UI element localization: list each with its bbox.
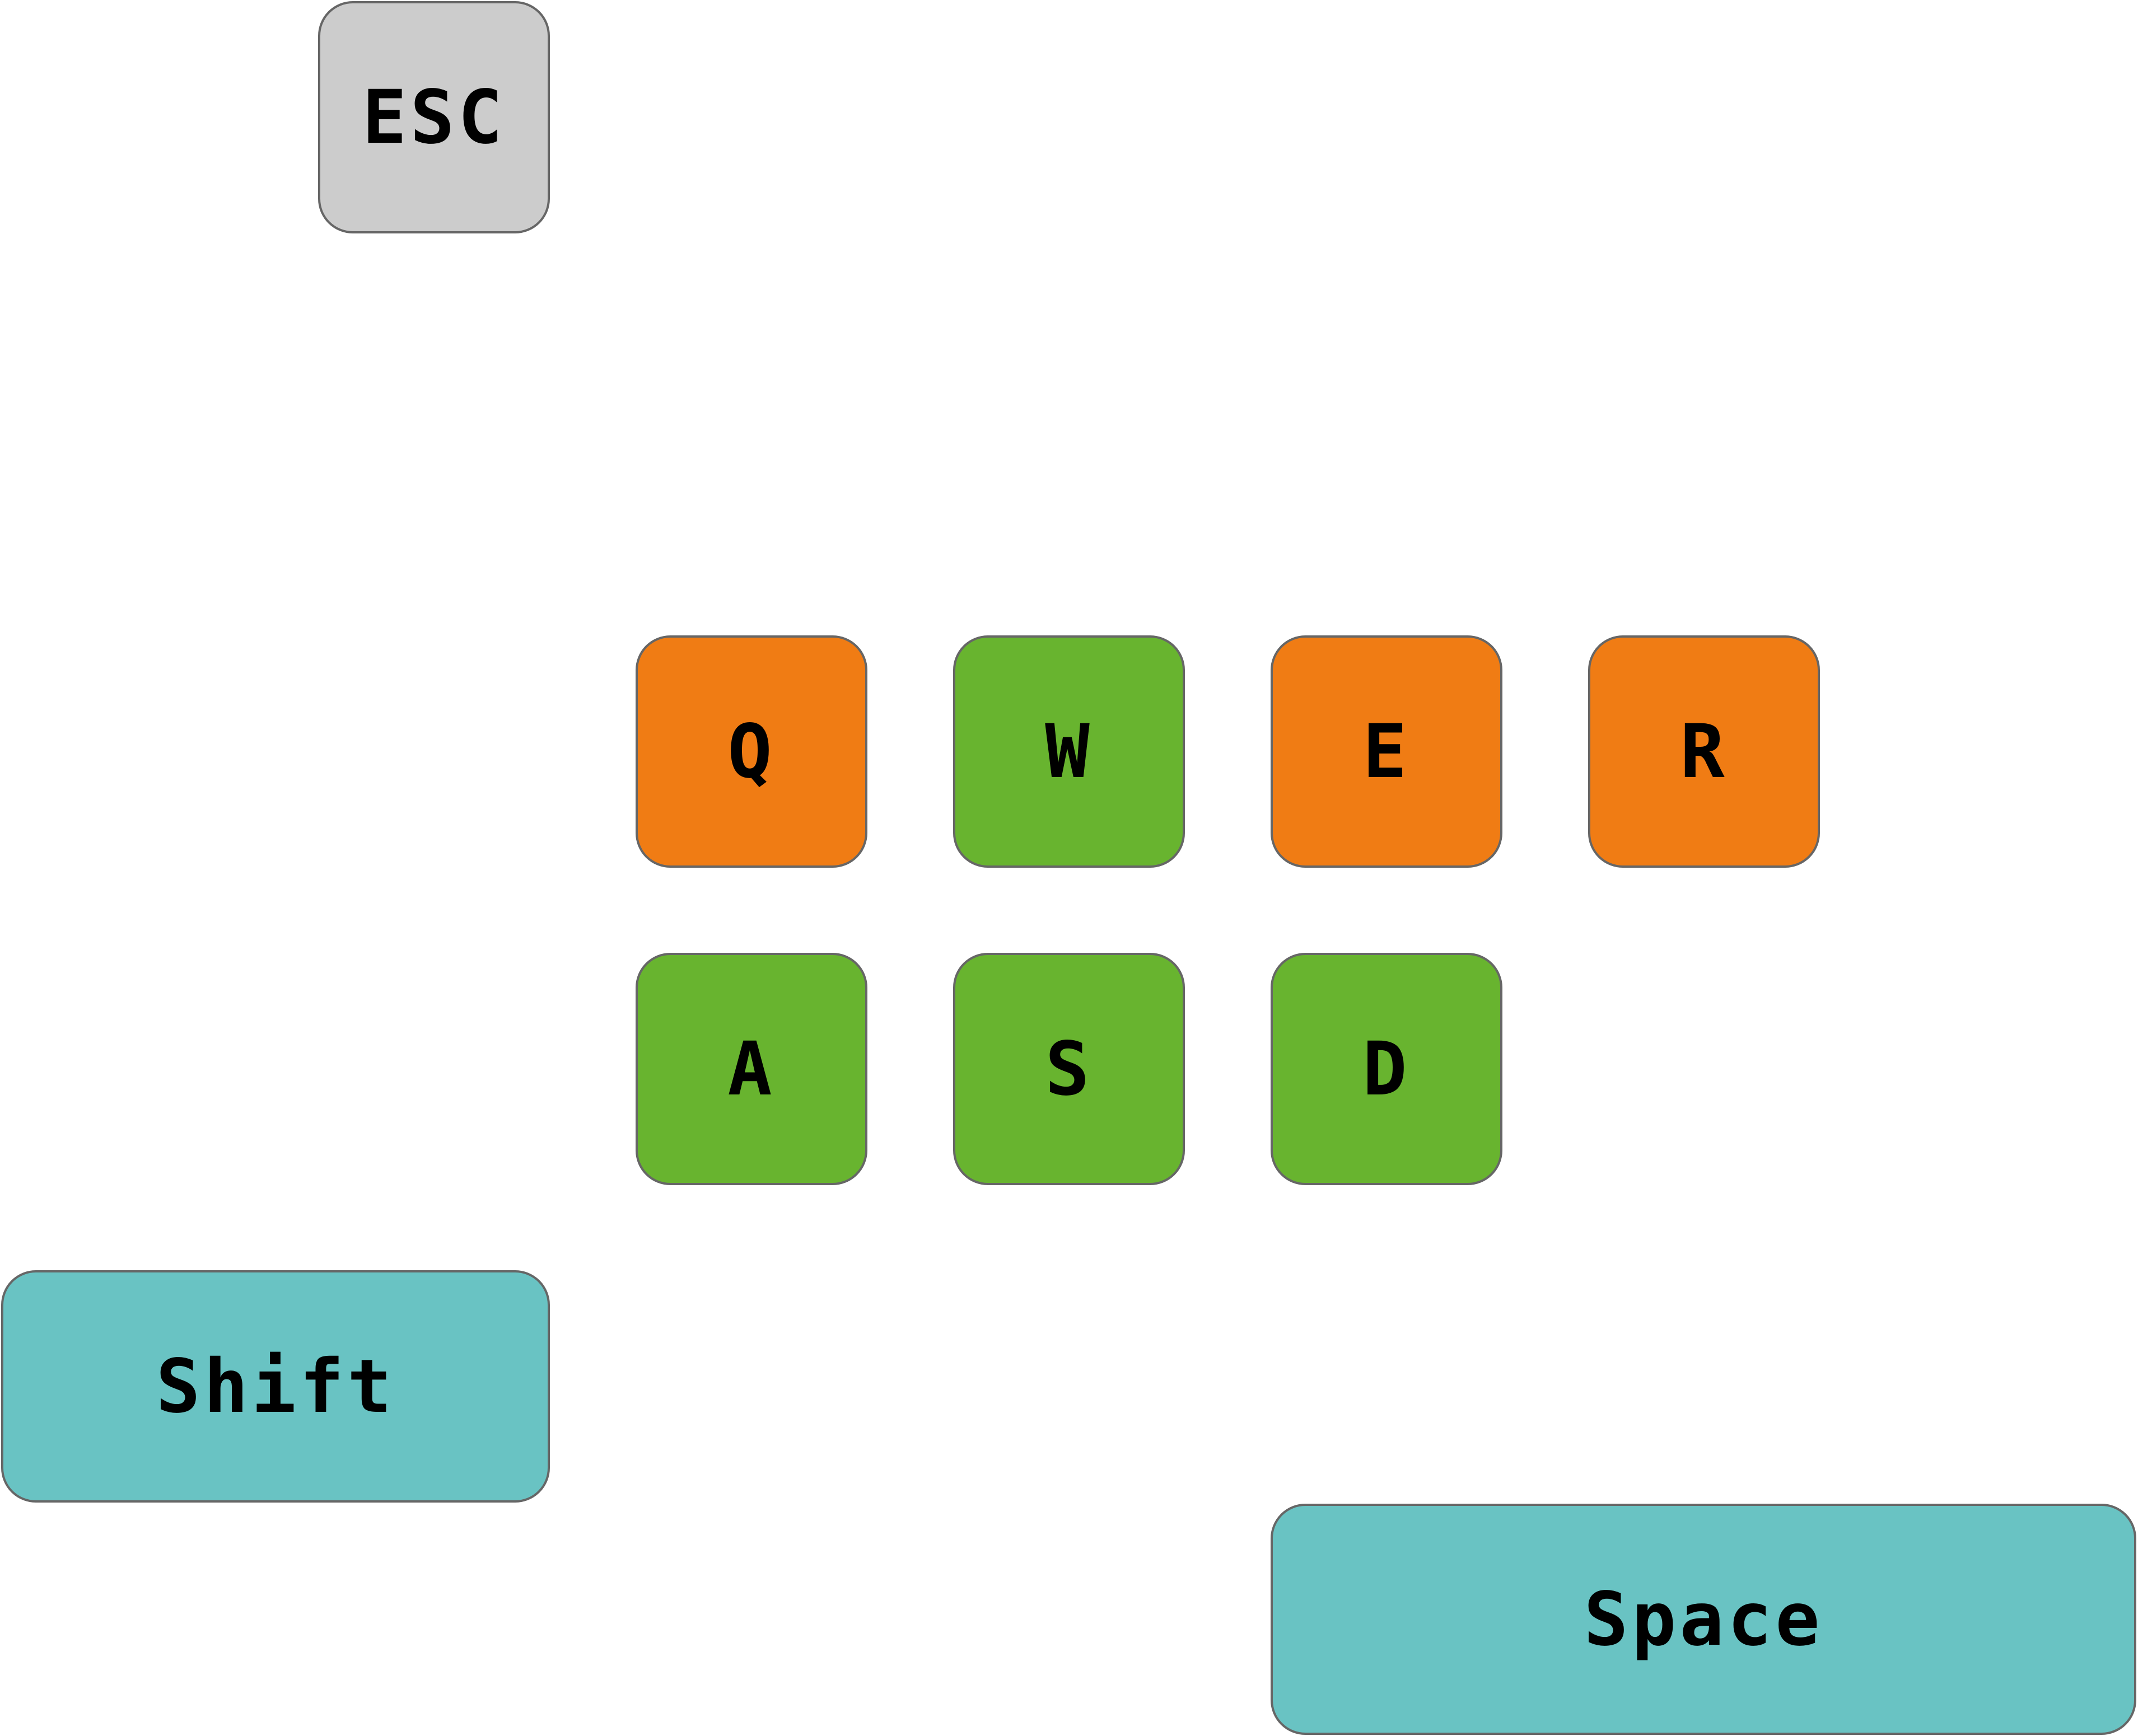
space-key[interactable]: Space <box>1271 1504 2136 1735</box>
a-key[interactable]: A <box>636 953 867 1185</box>
w-key[interactable]: W <box>953 635 1185 868</box>
w-key-label: W <box>1045 708 1093 795</box>
e-key[interactable]: E <box>1271 635 1502 868</box>
d-key[interactable]: D <box>1271 953 1502 1185</box>
s-key-label: S <box>1045 1026 1093 1112</box>
a-key-label: A <box>727 1026 776 1112</box>
d-key-label: D <box>1362 1026 1411 1112</box>
s-key[interactable]: S <box>953 953 1185 1185</box>
q-key[interactable]: Q <box>636 635 867 868</box>
q-key-label: Q <box>727 708 776 795</box>
r-key[interactable]: R <box>1588 635 1820 868</box>
space-key-label: Space <box>1584 1576 1823 1663</box>
esc-key[interactable]: ESC <box>318 1 550 233</box>
r-key-label: R <box>1680 708 1728 795</box>
shift-key[interactable]: Shift <box>1 1270 550 1503</box>
shift-key-label: Shift <box>156 1343 395 1430</box>
esc-key-label: ESC <box>362 74 506 161</box>
e-key-label: E <box>1362 708 1411 795</box>
